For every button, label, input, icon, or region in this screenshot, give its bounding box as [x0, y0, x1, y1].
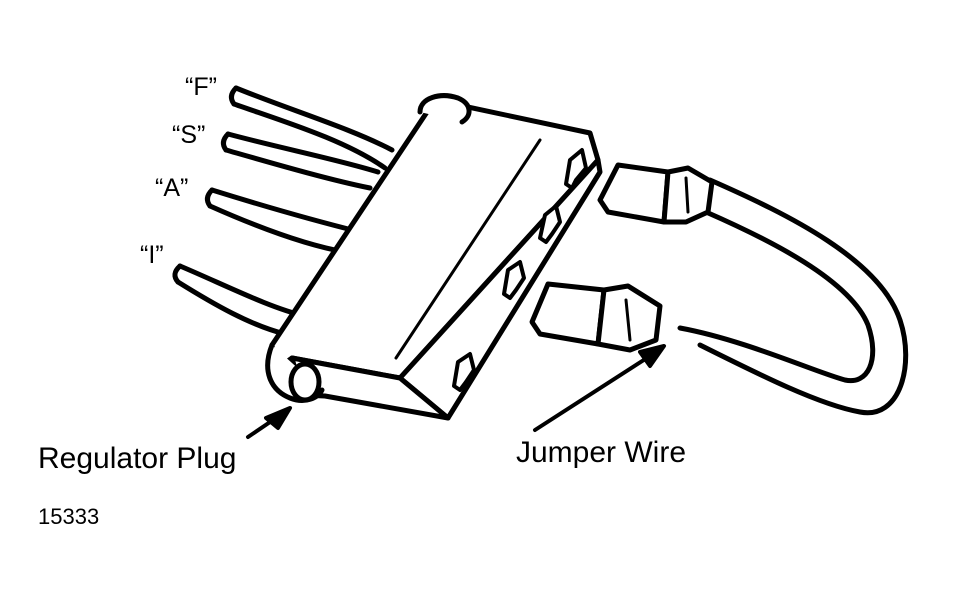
jumper-wire-arrow: [533, 354, 652, 432]
terminal-s-label: “S”: [172, 121, 206, 149]
figure-number: 15333: [38, 504, 100, 529]
terminal-i-label: “I”: [140, 241, 164, 269]
regulator-plug: [265, 93, 603, 421]
terminal-a-label: “A”: [155, 174, 189, 202]
jumper-wire-arrowhead: [638, 344, 666, 368]
terminal-f-label: “F”: [185, 73, 217, 101]
jumper-wire-label: Jumper Wire: [516, 436, 687, 469]
regulator-plug-label: Regulator Plug: [38, 442, 237, 475]
callout-arrows: [246, 344, 666, 439]
jumper-wire: [529, 162, 909, 416]
wire-s: [220, 131, 381, 191]
wire-a: [204, 187, 363, 255]
regulator-plug-arrowhead: [264, 406, 292, 430]
wire-f: [228, 85, 395, 171]
